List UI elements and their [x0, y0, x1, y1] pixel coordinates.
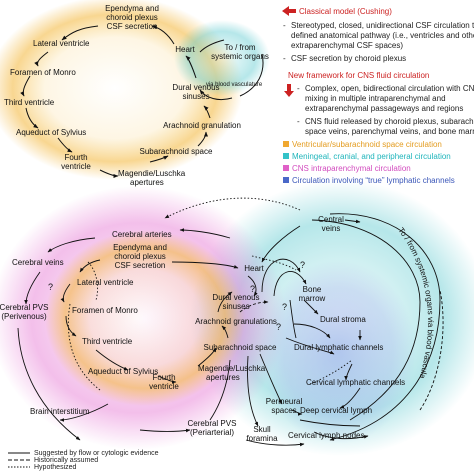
top-node-heart: Heart	[175, 45, 195, 54]
bottom-node-heart: Heart	[244, 264, 264, 273]
bottom-node-third: Third ventricle	[82, 337, 133, 346]
bottom-node-dural-stroma: Dural stroma	[320, 315, 366, 324]
top-node-sylvius: Aqueduct of Sylvius	[16, 128, 86, 137]
bottom-node-interstitium: Brain interstitium	[30, 407, 90, 416]
top-node-subarachnoid: Subarachnoid space	[140, 147, 213, 156]
classical-arrow-icon	[282, 6, 296, 16]
unknown-marker-4: ?	[282, 302, 287, 312]
line-style-legend: Suggested by flow or cytologic evidenceH…	[8, 450, 159, 471]
bottom-node-cerebral-veins: Cerebral veins	[12, 258, 64, 267]
top-cyan-halo	[174, 20, 270, 96]
bottom-node-deep-cervical: Deep cervical lymph	[300, 406, 372, 415]
bottom-node-subarachnoid: Subarachnoid space	[204, 343, 277, 352]
new-framework-arrow-icon	[284, 84, 294, 97]
new-framework-title: New framework for CNS fluid circulation	[288, 71, 429, 80]
bottom-node-lateral: Lateral ventricle	[77, 278, 134, 287]
unknown-marker-5: ?	[276, 322, 281, 332]
classical-bullet-1: -Stereotyped, closed, unidirectional CSF…	[283, 21, 474, 50]
color-key-swatch	[283, 153, 289, 159]
top-node-via: via blood vasculature	[206, 82, 263, 88]
classical-bullet-2: -CSF secretion by choroid plexus	[283, 54, 406, 63]
new-bullet-1: -Complex, open, bidirectional circulatio…	[297, 84, 474, 113]
bottom-hypothesis-arrows	[67, 197, 353, 391]
top-node-monro: Foramen of Monro	[10, 68, 76, 77]
color-key-swatch	[283, 165, 289, 171]
bottom-node-dural-lymph: Dural lymphatic channels	[294, 343, 383, 352]
bottom-node-monro: Foramen of Monro	[72, 306, 138, 315]
color-key-label: Meningeal, cranial, and peripheral circu…	[292, 152, 451, 161]
line-style-label: Suggested by flow or cytologic evidence	[34, 450, 159, 457]
bottom-node-cerebral-arteries: Cerebral arteries	[112, 230, 172, 239]
line-style-label: Historically assumed	[34, 457, 98, 464]
color-key-label: Circulation involving “true” lymphatic c…	[292, 176, 455, 185]
bottom-node-sylvius: Aqueduct of Sylvius	[88, 367, 158, 376]
bottom-blue-halo	[260, 260, 416, 444]
unknown-marker-3: ?	[300, 260, 305, 270]
bottom-node-cervical-nodes: Cervical lymph nodes	[288, 431, 364, 440]
unknown-marker-2: ?	[250, 284, 255, 294]
color-key-list: Ventricular/subarachnoid space circulati…	[283, 140, 455, 185]
top-node-granulation: Arachnoid granulation	[163, 121, 241, 130]
bottom-node-pvs-arterial: Cerebral PVS(Periarterial)	[188, 419, 237, 437]
color-key-label: Ventricular/subarachnoid space circulati…	[292, 140, 442, 149]
bottom-node-granulations: Arachnoid granulations	[195, 317, 277, 326]
classical-title: Classical model (Cushing)	[299, 7, 392, 16]
top-pathway-arrows	[20, 25, 264, 178]
top-node-third: Third ventricle	[4, 98, 55, 107]
unknown-marker-1: ?	[48, 282, 53, 292]
color-key-swatch	[283, 141, 289, 147]
color-key-label: CNS intraparenchymal circulation	[292, 164, 411, 173]
legend-panel: Classical model (Cushing) -Stereotyped, …	[282, 6, 474, 136]
line-style-label: Hypothesized	[34, 464, 77, 471]
new-bullet-2: -CNS fluid released by choroid plexus, s…	[297, 117, 474, 136]
color-key-swatch	[283, 177, 289, 183]
bottom-node-cervical-channels: Cervical lymphatic channels	[306, 378, 405, 387]
top-node-lateral: Lateral ventricle	[33, 39, 90, 48]
bottom-pathway-arrows	[17, 213, 444, 447]
bottom-node-pvs-venous: Cerebral PVS(Perivenous)	[0, 303, 48, 321]
